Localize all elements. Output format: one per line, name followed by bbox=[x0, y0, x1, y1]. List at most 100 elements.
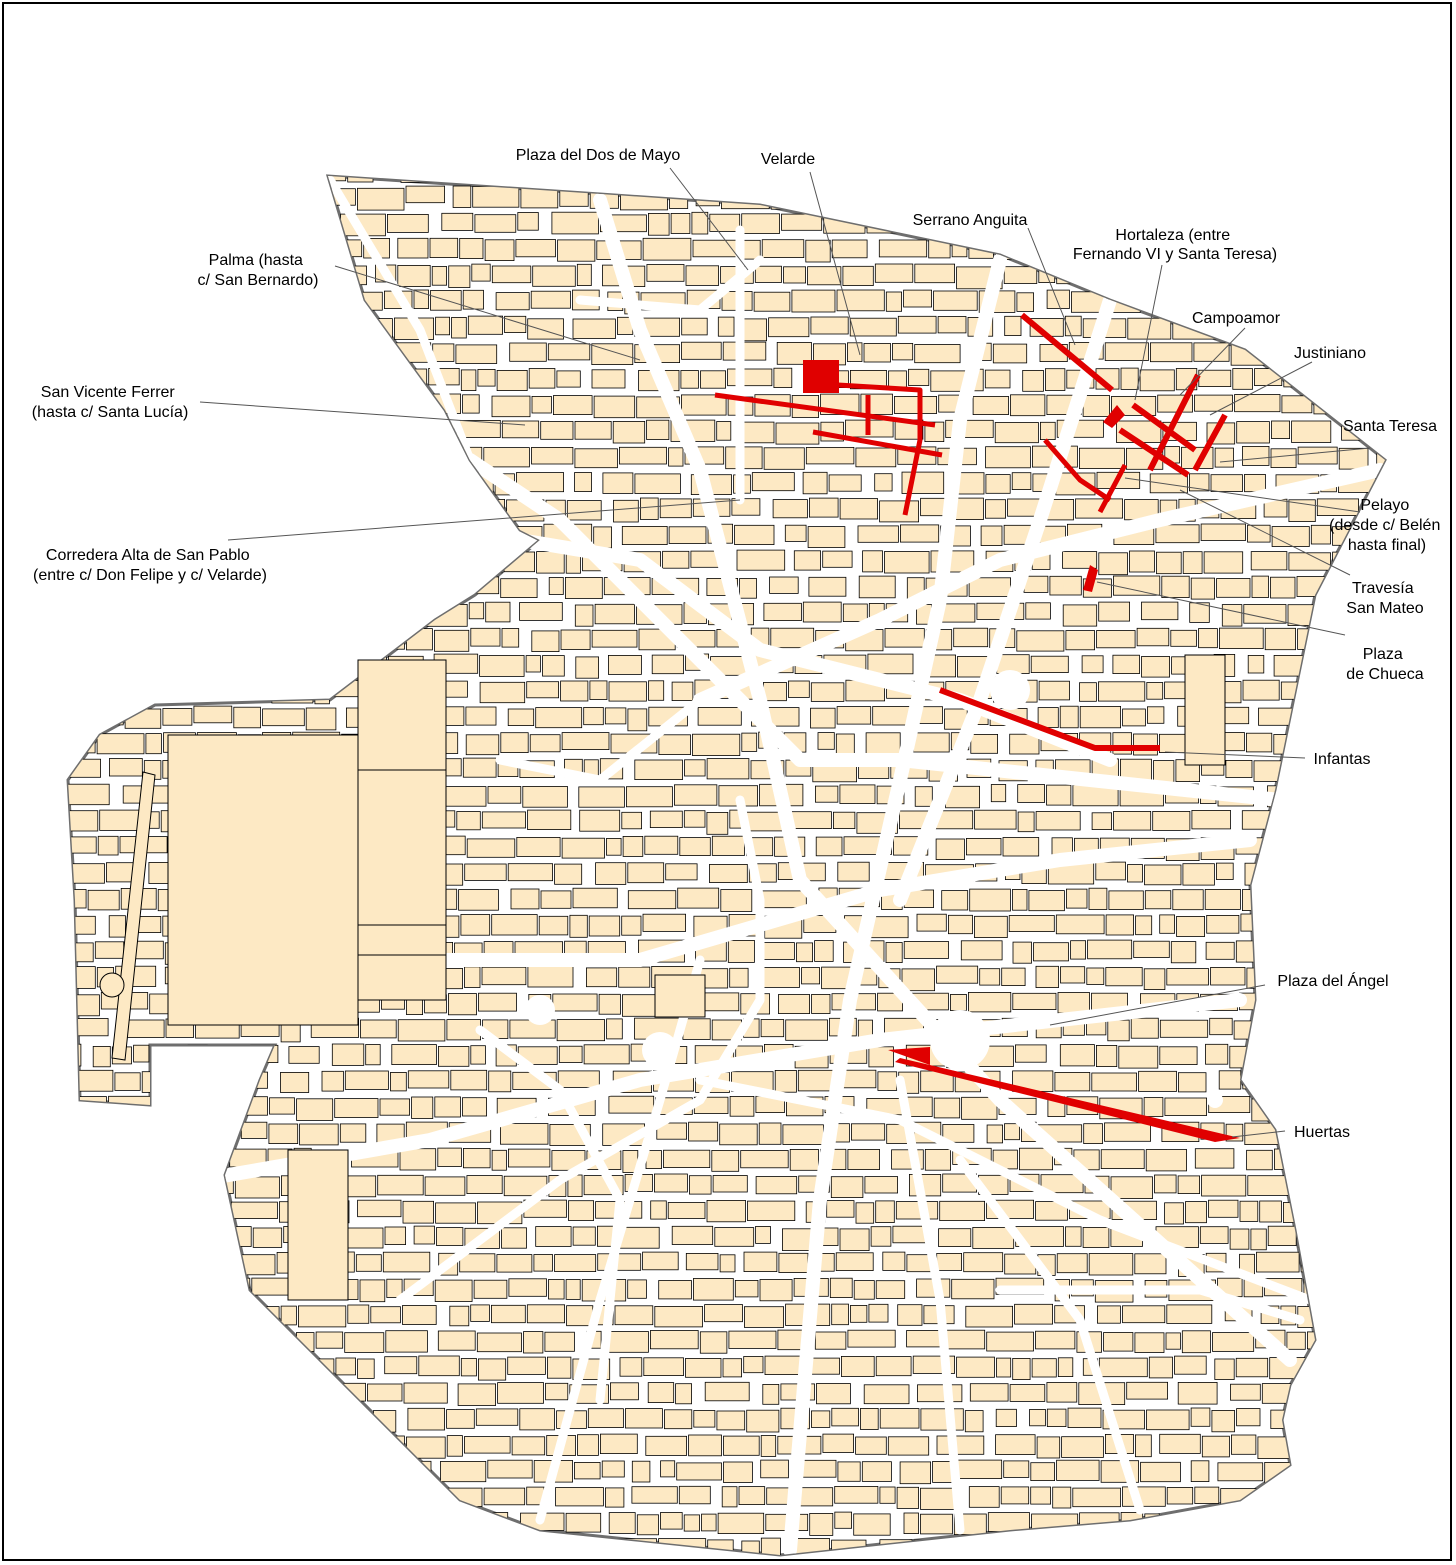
block bbox=[907, 176, 923, 182]
block bbox=[636, 1514, 659, 1536]
block bbox=[1198, 628, 1218, 649]
block bbox=[614, 1305, 654, 1326]
block bbox=[855, 1436, 887, 1455]
block bbox=[221, 1462, 254, 1484]
block bbox=[1009, 1384, 1046, 1402]
block bbox=[129, 292, 167, 315]
block bbox=[939, 1200, 986, 1222]
block bbox=[1012, 1358, 1031, 1381]
block bbox=[884, 551, 930, 574]
block bbox=[722, 1358, 743, 1378]
block bbox=[734, 524, 775, 545]
block bbox=[683, 1514, 700, 1532]
block bbox=[1287, 604, 1331, 627]
block bbox=[509, 342, 547, 362]
block bbox=[1097, 1305, 1121, 1324]
block bbox=[108, 1095, 154, 1118]
block bbox=[431, 266, 448, 286]
block bbox=[161, 1512, 191, 1530]
block bbox=[302, 628, 343, 649]
block bbox=[579, 809, 621, 832]
block bbox=[545, 176, 570, 182]
block bbox=[68, 1410, 82, 1430]
block bbox=[1075, 264, 1103, 286]
block bbox=[367, 1383, 403, 1402]
block bbox=[223, 1277, 251, 1297]
block bbox=[935, 838, 965, 861]
block bbox=[437, 1147, 462, 1167]
block bbox=[1243, 604, 1287, 624]
block bbox=[1250, 1228, 1267, 1251]
block bbox=[572, 318, 616, 339]
block bbox=[146, 1330, 185, 1353]
block bbox=[1317, 1019, 1338, 1040]
block bbox=[589, 680, 608, 700]
block bbox=[723, 1435, 760, 1456]
block bbox=[455, 344, 498, 364]
block bbox=[1205, 1043, 1229, 1065]
block bbox=[1030, 1462, 1056, 1481]
block bbox=[307, 524, 350, 544]
block bbox=[1098, 552, 1128, 576]
block bbox=[671, 681, 694, 701]
block bbox=[862, 550, 883, 573]
block bbox=[269, 317, 307, 336]
block bbox=[605, 1487, 625, 1508]
block bbox=[1376, 1150, 1385, 1169]
block bbox=[1235, 1357, 1269, 1378]
block bbox=[1235, 940, 1256, 963]
block bbox=[994, 1538, 1041, 1555]
block bbox=[620, 188, 668, 211]
block bbox=[68, 783, 110, 806]
block bbox=[595, 862, 627, 885]
block bbox=[634, 759, 683, 781]
block bbox=[68, 682, 83, 705]
block bbox=[1271, 420, 1291, 440]
block bbox=[768, 317, 810, 338]
block bbox=[1113, 811, 1152, 831]
block bbox=[113, 239, 145, 260]
block bbox=[305, 656, 348, 677]
block bbox=[1381, 1306, 1385, 1325]
block bbox=[1152, 811, 1191, 831]
block bbox=[323, 1511, 371, 1534]
block bbox=[1104, 342, 1149, 361]
block bbox=[384, 1356, 418, 1375]
block bbox=[531, 446, 574, 465]
block bbox=[1194, 1486, 1220, 1504]
block bbox=[419, 604, 468, 627]
block bbox=[857, 525, 899, 543]
block bbox=[479, 655, 525, 677]
block bbox=[1275, 291, 1293, 310]
block bbox=[572, 1226, 596, 1246]
block bbox=[903, 1512, 919, 1535]
block bbox=[1242, 445, 1270, 466]
block bbox=[188, 447, 236, 466]
block bbox=[68, 603, 93, 626]
block bbox=[1339, 1539, 1367, 1555]
block bbox=[797, 1069, 834, 1092]
block bbox=[924, 421, 945, 443]
block bbox=[651, 654, 684, 675]
block bbox=[796, 942, 814, 963]
block bbox=[226, 474, 251, 497]
block bbox=[182, 628, 206, 650]
block bbox=[501, 1227, 527, 1249]
block bbox=[1199, 1540, 1228, 1555]
block bbox=[1272, 1046, 1320, 1069]
block bbox=[80, 1201, 97, 1223]
block bbox=[1271, 526, 1310, 547]
block bbox=[1242, 679, 1280, 701]
block bbox=[68, 915, 96, 935]
block bbox=[670, 212, 691, 234]
block bbox=[901, 968, 935, 992]
block bbox=[1387, 708, 1408, 730]
block bbox=[704, 1304, 743, 1323]
block bbox=[357, 1199, 402, 1218]
block bbox=[194, 213, 228, 234]
block bbox=[1164, 1097, 1208, 1116]
highlight-hortaleza bbox=[1103, 405, 1125, 428]
block bbox=[1243, 1513, 1275, 1536]
block bbox=[627, 862, 665, 884]
block bbox=[173, 213, 194, 235]
